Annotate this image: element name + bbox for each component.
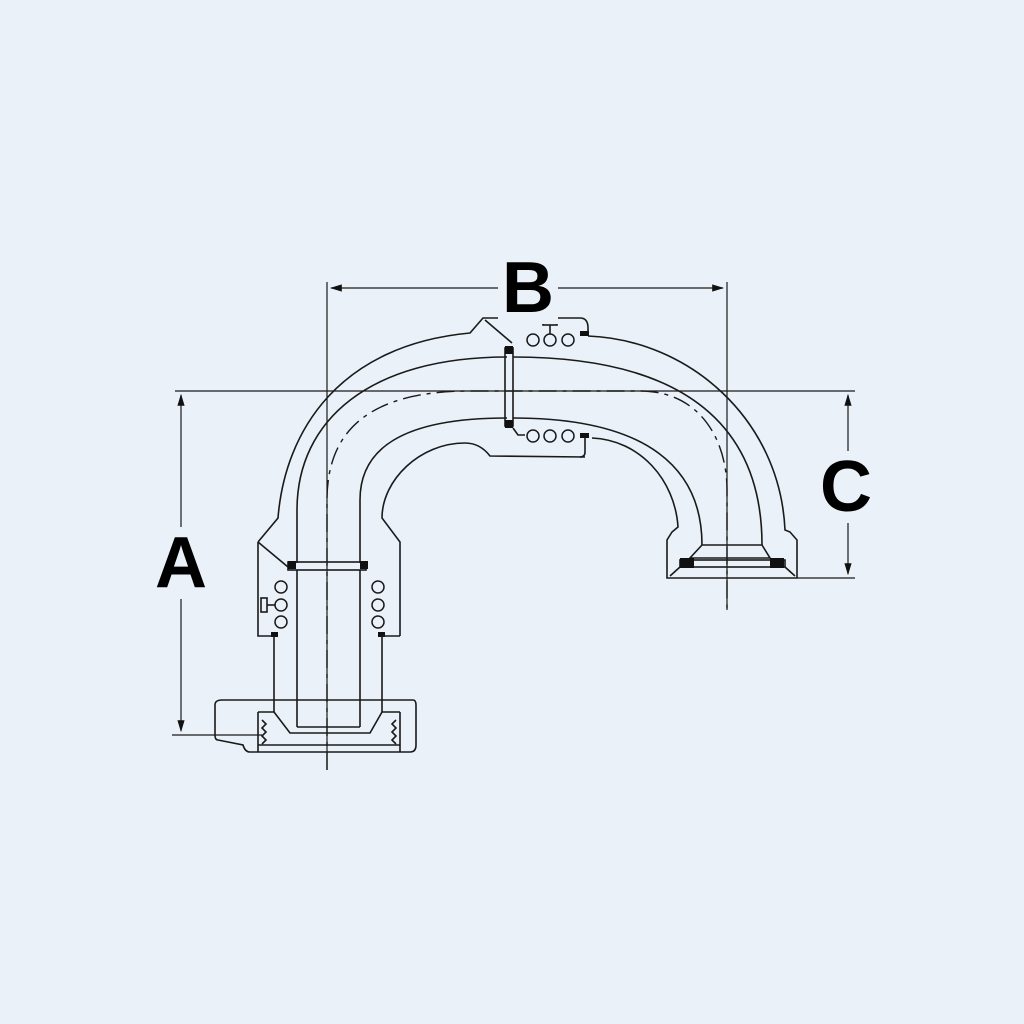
pipe-elbow: [257, 317, 798, 770]
right-fitting-seal: [669, 544, 796, 577]
threaded-nut: [214, 699, 417, 753]
dimension-a-label: A: [151, 527, 211, 599]
lower-swivel: [257, 541, 400, 727]
upper-swivel: [484, 318, 589, 458]
dimension-c-label: C: [816, 451, 876, 523]
dimension-b-label: B: [498, 252, 558, 324]
